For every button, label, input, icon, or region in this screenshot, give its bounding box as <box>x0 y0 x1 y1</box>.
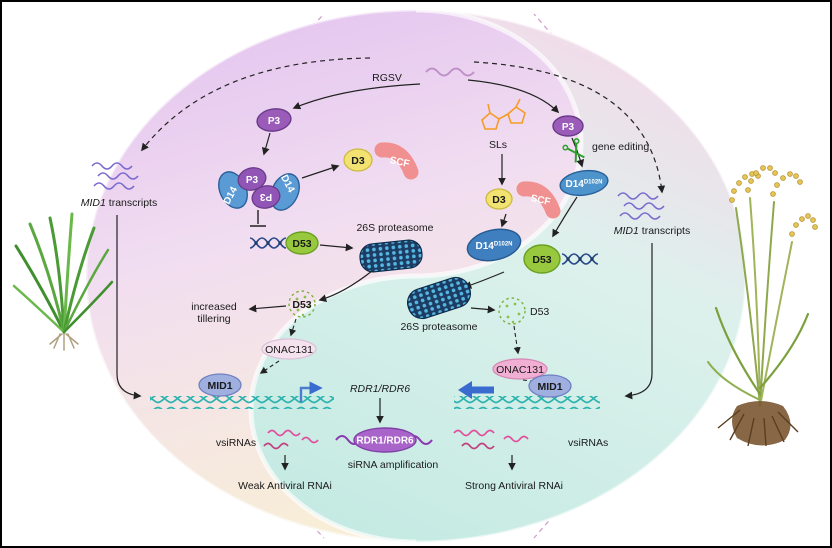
left-p3-protein: P3 <box>256 108 292 132</box>
grass-roots <box>49 333 79 351</box>
sirna-amplification-label: siRNA amplification <box>348 459 439 471</box>
tillering-label-line1: increased <box>191 301 237 313</box>
arrow-right-transcripts-to-promoter <box>624 243 653 400</box>
left-mid1-protein: MID1 <box>198 373 242 397</box>
right-mid1-protein: MID1 <box>528 374 572 398</box>
arrow-proteasome-to-degraded-right <box>470 305 496 314</box>
left-mid1-label: MID1 <box>207 380 232 392</box>
left-vsirnas: vsiRNAs <box>216 429 319 450</box>
rdr-gene-label: RDR1/RDR6 <box>350 383 410 395</box>
left-vsirnas-label: vsiRNAs <box>216 437 256 449</box>
right-scf-label: SCF <box>530 193 552 208</box>
left-d53-degraded-label: D53 <box>292 299 311 311</box>
right-dna-strand <box>454 396 600 409</box>
right-transcription-arrow <box>458 381 494 399</box>
scissors-icon <box>562 138 585 163</box>
complex-p3-top-label: P3 <box>246 175 259 186</box>
arrow-to-tillering <box>248 304 287 313</box>
right-d3-shape <box>485 188 513 210</box>
right-d14-edited-label: D14D102N <box>565 179 602 190</box>
left-transcripts-label: MID1 transcripts <box>81 197 157 209</box>
right-d53-degraded: D53 <box>498 297 549 325</box>
right-transcripts-label: MID1 transcripts <box>614 225 690 237</box>
arrow-rgsv-to-left-p3 <box>292 83 421 110</box>
right-proteasome-barrel <box>406 276 472 320</box>
right-dna-helix-small <box>561 253 599 265</box>
right-onac131-label: ONAC131 <box>496 364 544 376</box>
rice-plant <box>707 165 818 447</box>
rdr-protein: RDR1/RDR6 <box>335 427 433 453</box>
arrow-rgsv-to-right-p3 <box>467 79 560 114</box>
arrow-complex-to-scf <box>301 164 340 179</box>
dashed-arrow-to-onac-right <box>513 325 521 355</box>
gene-editing-label: gene editing <box>592 141 649 153</box>
rice-roots <box>717 409 799 447</box>
left-transcription-arrow <box>299 381 323 402</box>
right-d14-complex-label: D14D102N <box>475 241 512 252</box>
right-vsirnas: vsiRNAs <box>453 429 608 450</box>
right-d14-d53-complex: D14D102N D53 <box>466 228 561 274</box>
right-d53-degraded-label: D53 <box>530 306 549 318</box>
right-mid1-transcripts: MID1 transcripts <box>614 192 690 237</box>
strong-rnai-label: Strong Antiviral RNAi <box>465 480 563 492</box>
left-d53-label: D53 <box>292 238 311 250</box>
right-mid1-label: MID1 <box>537 381 562 393</box>
sls-label: SLs <box>489 139 507 151</box>
rdr-protein-label: RDR1/RDR6 <box>356 436 414 447</box>
left-dna-strand <box>150 396 334 409</box>
left-onac131-label: ONAC131 <box>265 344 313 356</box>
arrow-proteasome-to-degraded-left <box>318 270 373 302</box>
right-vsirnas-label: vsiRNAs <box>568 437 608 449</box>
grass-plant <box>12 212 114 351</box>
left-p3-label: P3 <box>268 116 281 127</box>
inhibition-bar <box>250 210 266 227</box>
left-d3-label: D3 <box>351 155 365 167</box>
right-proteasome-label: 26S proteasome <box>400 321 477 333</box>
left-d3-shape <box>343 148 373 172</box>
sls-molecule <box>481 98 526 130</box>
divider-curve <box>248 7 584 545</box>
rgsv-virus: RGSV <box>372 67 475 84</box>
left-scf-label: SCF <box>389 155 411 170</box>
rgsv-arrows <box>141 57 666 194</box>
tillering-label-line2: tillering <box>197 313 230 325</box>
right-p3-label: P3 <box>562 122 575 133</box>
left-d14-p3-complex: D14 D14 P3 P3 <box>218 167 300 211</box>
left-onac131: ONAC131 <box>261 338 317 360</box>
arrow-d53-to-proteasome-left <box>319 243 354 252</box>
dashed-arrow-to-onac-left <box>289 318 297 337</box>
left-d53-protein: D53 <box>285 231 319 255</box>
arrow-left-transcripts-to-promoter <box>116 215 142 400</box>
right-d14-edited: D14D102N <box>559 169 609 197</box>
arrow-p3-to-edited-d14 <box>571 137 585 168</box>
dashed-arc-to-left-transcripts <box>141 57 371 152</box>
left-dna-helix-small <box>249 237 287 249</box>
left-proteasome-barrel <box>359 239 423 273</box>
right-d3-label: D3 <box>492 194 506 206</box>
right-d53-label: D53 <box>532 254 551 266</box>
rgsv-label: RGSV <box>372 72 402 84</box>
left-mid1-transcripts: MID1 transcripts <box>81 162 157 209</box>
rice-grains <box>729 165 818 237</box>
left-scf-complex: D3 SCF <box>343 142 419 180</box>
right-onac131: ONAC131 <box>492 358 548 380</box>
arrow-scf-to-complex-right <box>500 213 508 228</box>
left-d53-degraded: D53 <box>288 290 316 318</box>
complex-p3-bottom-label: P3 <box>259 191 272 202</box>
dashed-arrow-onac-to-mid1-left <box>259 360 280 374</box>
left-scf-shape <box>374 142 419 180</box>
left-proteasome-label: 26S proteasome <box>356 222 433 234</box>
rice-root-mass <box>732 401 791 446</box>
right-scf-complex: D3 SCF <box>485 181 561 219</box>
arrow-p3-to-complex <box>261 132 271 156</box>
viral-rna-wave <box>425 67 475 77</box>
right-p3-protein: P3 <box>552 115 584 137</box>
right-scf-shape <box>516 181 561 219</box>
weak-rnai-label: Weak Antiviral RNAi <box>238 480 332 492</box>
arrow-edited-d14-to-complex <box>552 196 578 238</box>
